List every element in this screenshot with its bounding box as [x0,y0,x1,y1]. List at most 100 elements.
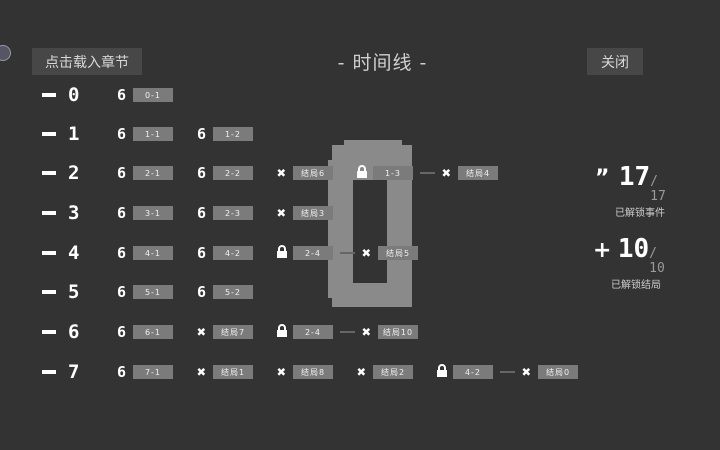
timeline-node[interactable]: 6 6-1 [117,323,173,341]
events-total: / 17 [650,174,666,204]
node-label[interactable]: 3-1 [133,206,173,220]
node-label[interactable]: 结局5 [378,246,418,260]
chapter-number: 1 [68,123,80,145]
plus-icon: + [593,238,612,263]
timeline-node[interactable]: ✖结局7 [197,323,253,341]
node-label[interactable]: 0-1 [133,88,173,102]
timeline-node[interactable]: 6 4-2 [197,244,253,262]
events-label: 已解锁事件 [615,208,665,219]
timeline-node[interactable]: ✖ 结局4 [442,164,498,182]
node-label[interactable]: 结局1 [213,365,253,379]
timeline-node[interactable]: ✖结局8 [277,363,333,381]
event-icon: 6 [117,363,127,381]
node-label[interactable]: 2-3 [213,206,253,220]
connector-line [340,331,355,333]
quote-icon: ” [595,166,610,191]
event-icon: 6 [117,323,127,341]
node-label[interactable]: 结局4 [458,166,498,180]
node-label[interactable]: 5-1 [133,285,173,299]
node-label[interactable]: 6-1 [133,325,173,339]
node-label[interactable]: 结局10 [378,325,418,339]
dash-icon [42,370,56,374]
node-label[interactable]: 7-1 [133,365,173,379]
event-icon: 6 [117,283,127,301]
node-label[interactable]: 2-1 [133,166,173,180]
node-label[interactable]: 4-2 [213,246,253,260]
timeline-node[interactable]: 6 1-2 [197,125,253,143]
timeline-node[interactable]: 1-3 [357,164,413,182]
node-label[interactable]: 1-2 [213,127,253,141]
timeline-node[interactable]: 6 5-2 [197,283,253,301]
ending-locked-x-icon: ✖ [357,363,367,381]
chapter-number: 3 [68,202,80,224]
node-label[interactable]: 结局8 [293,365,333,379]
timeline-node[interactable]: 6 3-1 [117,204,173,222]
chapter-number: 5 [68,281,80,303]
node-label[interactable]: 1-1 [133,127,173,141]
load-chapter-button[interactable]: 点击载入章节 [32,48,142,75]
timeline-node[interactable]: 6 5-1 [117,283,173,301]
node-label[interactable]: 结局6 [293,166,333,180]
connector-line [340,252,355,254]
dash-icon [42,211,56,215]
event-icon: 6 [197,164,207,182]
timeline-node[interactable]: 6 2-3 [197,204,253,222]
dash-icon [42,251,56,255]
ending-locked-x-icon: ✖ [197,363,207,381]
page-title: - 时间线 - [337,52,428,74]
close-button[interactable]: 关闭 [587,48,643,75]
chapter-number: 4 [68,242,80,264]
timeline-node[interactable]: 2-4 [277,244,333,262]
timeline-node[interactable]: ✖结局6 [277,164,333,182]
lock-icon [437,363,453,381]
node-label[interactable]: 结局2 [373,365,413,379]
node-label[interactable]: 1-3 [373,166,413,180]
event-icon: 6 [197,125,207,143]
timeline-node[interactable]: ✖结局10 [362,323,418,341]
node-label[interactable]: 2-2 [213,166,253,180]
timeline-node[interactable]: ✖ 结局2 [357,363,413,381]
ending-locked-x-icon: ✖ [362,244,372,262]
node-label[interactable]: 5-2 [213,285,253,299]
dash-icon [42,171,56,175]
avatar-icon[interactable] [0,45,11,61]
ending-locked-x-icon: ✖ [442,164,452,182]
dash-icon [42,330,56,334]
endings-total: / 10 [649,246,665,276]
event-icon: 6 [197,283,207,301]
event-icon: 6 [197,204,207,222]
node-label[interactable]: 结局3 [293,206,333,220]
node-label[interactable]: 2-4 [293,325,333,339]
event-icon: 6 [197,244,207,262]
dash-icon [42,290,56,294]
ending-locked-x-icon: ✖ [277,204,287,222]
timeline-node[interactable]: 2-4 [277,323,333,341]
timeline-node[interactable]: 4-2 [437,363,493,381]
linked-nodes: 1-3 ✖ 结局4 [357,164,498,182]
timeline-node[interactable]: 6 2-2 [197,164,253,182]
node-label[interactable]: 结局0 [538,365,578,379]
timeline-node[interactable]: ✖结局0 [522,363,578,381]
timeline-node[interactable]: ✖ 结局3 [277,204,333,222]
events-unlocked: 17 [618,162,651,192]
timeline-node[interactable]: ✖ 结局5 [362,244,418,262]
node-label[interactable]: 结局7 [213,325,253,339]
node-label[interactable]: 4-1 [133,246,173,260]
timeline-node[interactable]: 6 7-1 [117,363,173,381]
endings-unlocked: 10 [617,234,650,264]
timeline-node[interactable]: ✖ 结局1 [197,363,253,381]
node-label[interactable]: 4-2 [453,365,493,379]
lock-icon [277,323,293,341]
chapter-row: 5 6 5-1 6 5-2 [42,281,277,303]
node-label[interactable]: 2-4 [293,246,333,260]
dash-icon [42,93,56,97]
event-icon: 6 [117,204,127,222]
